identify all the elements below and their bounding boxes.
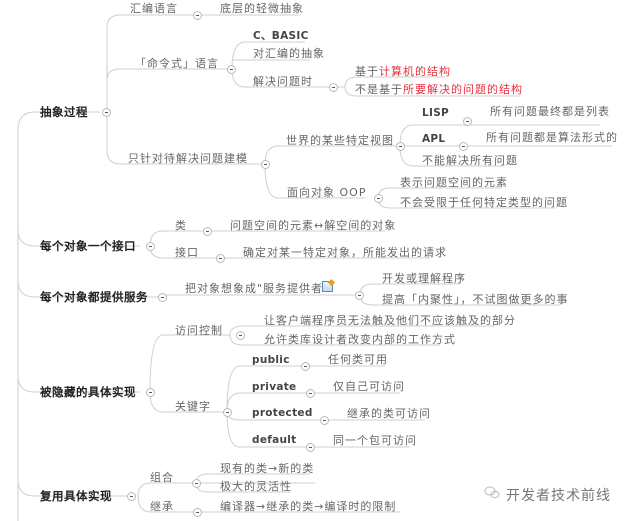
node[interactable]: LISP [422,107,450,119]
node[interactable]: 底层的轻微抽象 [220,2,304,15]
node[interactable]: 关键字 [175,400,211,413]
node[interactable]: 解决问题时 [253,75,313,88]
node[interactable]: 世界的某些特定视图 [286,134,394,147]
node[interactable]: 问题空间的元素↔解空间的对象 [230,219,397,232]
collapse-icon[interactable] [102,108,111,117]
collapse-icon[interactable] [192,479,201,488]
node[interactable]: 极大的灵活性 [220,480,292,493]
node[interactable]: 汇编语言 [130,2,178,15]
collapse-icon[interactable] [459,142,468,151]
node[interactable]: 对汇编的抽象 [253,47,325,60]
node[interactable]: 仅自己可访问 [333,380,405,393]
collapse-icon[interactable] [306,389,315,398]
collapse-icon[interactable] [216,254,225,263]
node[interactable]: 确定对某一特定对象，所能发出的请求 [243,246,447,259]
collapse-icon[interactable] [320,416,329,425]
collapse-icon[interactable] [146,388,155,397]
collapse-icon[interactable] [329,83,338,92]
node[interactable]: 不能解决所有问题 [422,154,518,167]
note-icon[interactable] [322,281,333,292]
node[interactable]: 不会受限于任何特定类型的问题 [400,196,568,209]
node[interactable]: 「命令式」语言 [135,57,219,70]
collapse-icon[interactable] [374,194,383,203]
node[interactable]: 表示问题空间的元素 [400,176,508,189]
highlight-text: 所要解决的问题的结构 [403,83,523,96]
node[interactable]: 让客户端程序员无法触及他们不应该触及的部分 [264,314,516,327]
node[interactable]: APL [422,133,446,145]
collapse-icon[interactable] [223,408,232,417]
node[interactable]: 组合 [150,471,174,484]
collapse-icon[interactable] [127,492,136,501]
watermark-text: 开发者技术前线 [506,488,611,504]
root-node-reuse[interactable]: 复用具体实现 [40,489,112,503]
collapse-icon[interactable] [146,242,155,251]
node[interactable]: 把对象想象成"服务提供者" [185,282,330,295]
collapse-icon[interactable] [261,160,270,169]
root-node-abstraction[interactable]: 抽象过程 [40,105,88,119]
node[interactable]: 面向对象 OOP [287,186,367,199]
collapse-icon[interactable] [306,443,315,452]
collapse-icon[interactable] [396,142,405,151]
node[interactable]: 类 [175,219,187,232]
collapse-icon[interactable] [158,293,167,302]
node-text: 不是基于 [355,83,403,96]
collapse-icon[interactable] [463,117,472,126]
node[interactable]: 继承的类可访问 [347,407,431,420]
collapse-icon[interactable] [193,11,202,20]
node[interactable]: 不是基于所要解决的问题的结构 [355,83,523,96]
node[interactable]: 编译器→继承的类→编译时的限制 [220,500,397,513]
wechat-icon [484,486,500,499]
node[interactable]: 只针对待解决问题建模 [128,152,248,165]
root-node-interface[interactable]: 每个对象一个接口 [40,239,136,253]
collapse-icon[interactable] [301,362,310,371]
node[interactable]: 任何类可用 [328,353,388,366]
root-node-hidden-impl[interactable]: 被隐藏的具体实现 [40,385,136,399]
node[interactable]: 同一个包可访问 [333,434,417,447]
node[interactable]: 提高「内聚性」，不试图做更多的事 [382,293,569,306]
node[interactable]: 开发或理解程序 [382,272,466,285]
node[interactable]: 所有问题都是算法形式的 [486,131,618,144]
node[interactable]: private [252,381,297,393]
node[interactable]: C、BASIC [253,30,309,42]
node[interactable]: protected [252,407,313,419]
node[interactable]: 访问控制 [175,324,223,337]
node[interactable]: 接口 [175,246,199,259]
highlight-text: 计算机的结构 [379,65,451,78]
collapse-icon[interactable] [203,227,212,236]
node[interactable]: 允许类库设计者改变内部的工作方式 [264,333,456,346]
collapse-icon[interactable] [355,291,364,300]
node[interactable]: 基于计算机的结构 [355,65,451,78]
node[interactable]: public [252,354,290,366]
node[interactable]: 所有问题最终都是列表 [490,105,610,118]
collapse-icon[interactable] [227,65,236,74]
collapse-icon[interactable] [236,331,245,340]
node-text: 基于 [355,65,379,78]
node[interactable]: 继承 [150,500,174,513]
node[interactable]: default [252,434,297,446]
collapse-icon[interactable] [193,508,202,517]
root-node-service[interactable]: 每个对象都提供服务 [40,290,148,304]
node[interactable]: 现有的类→新的类 [220,462,315,475]
